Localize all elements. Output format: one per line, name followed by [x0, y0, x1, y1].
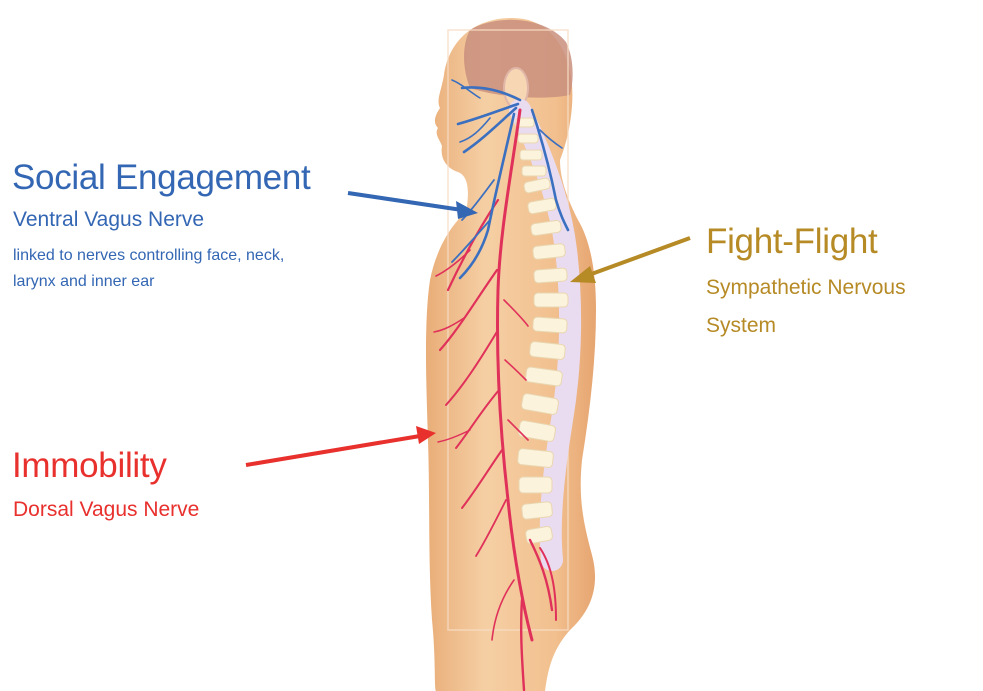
social-engagement-arrow [348, 193, 478, 219]
social-engagement-note-line2: larynx and inner ear [13, 270, 154, 294]
fight-flight-title: Fight-Flight [706, 222, 877, 262]
immobility-arrow [246, 426, 436, 465]
social-engagement-title: Social Engagement [12, 158, 310, 198]
social-engagement-subtitle: Ventral Vagus Nerve [13, 208, 204, 232]
immobility-title: Immobility [12, 446, 167, 486]
fight-flight-subtitle-line2: System [706, 314, 776, 338]
fight-flight-subtitle-line1: Sympathetic Nervous [706, 276, 906, 300]
immobility-subtitle: Dorsal Vagus Nerve [13, 498, 199, 522]
social-engagement-note-line1: linked to nerves controlling face, neck, [13, 244, 284, 268]
